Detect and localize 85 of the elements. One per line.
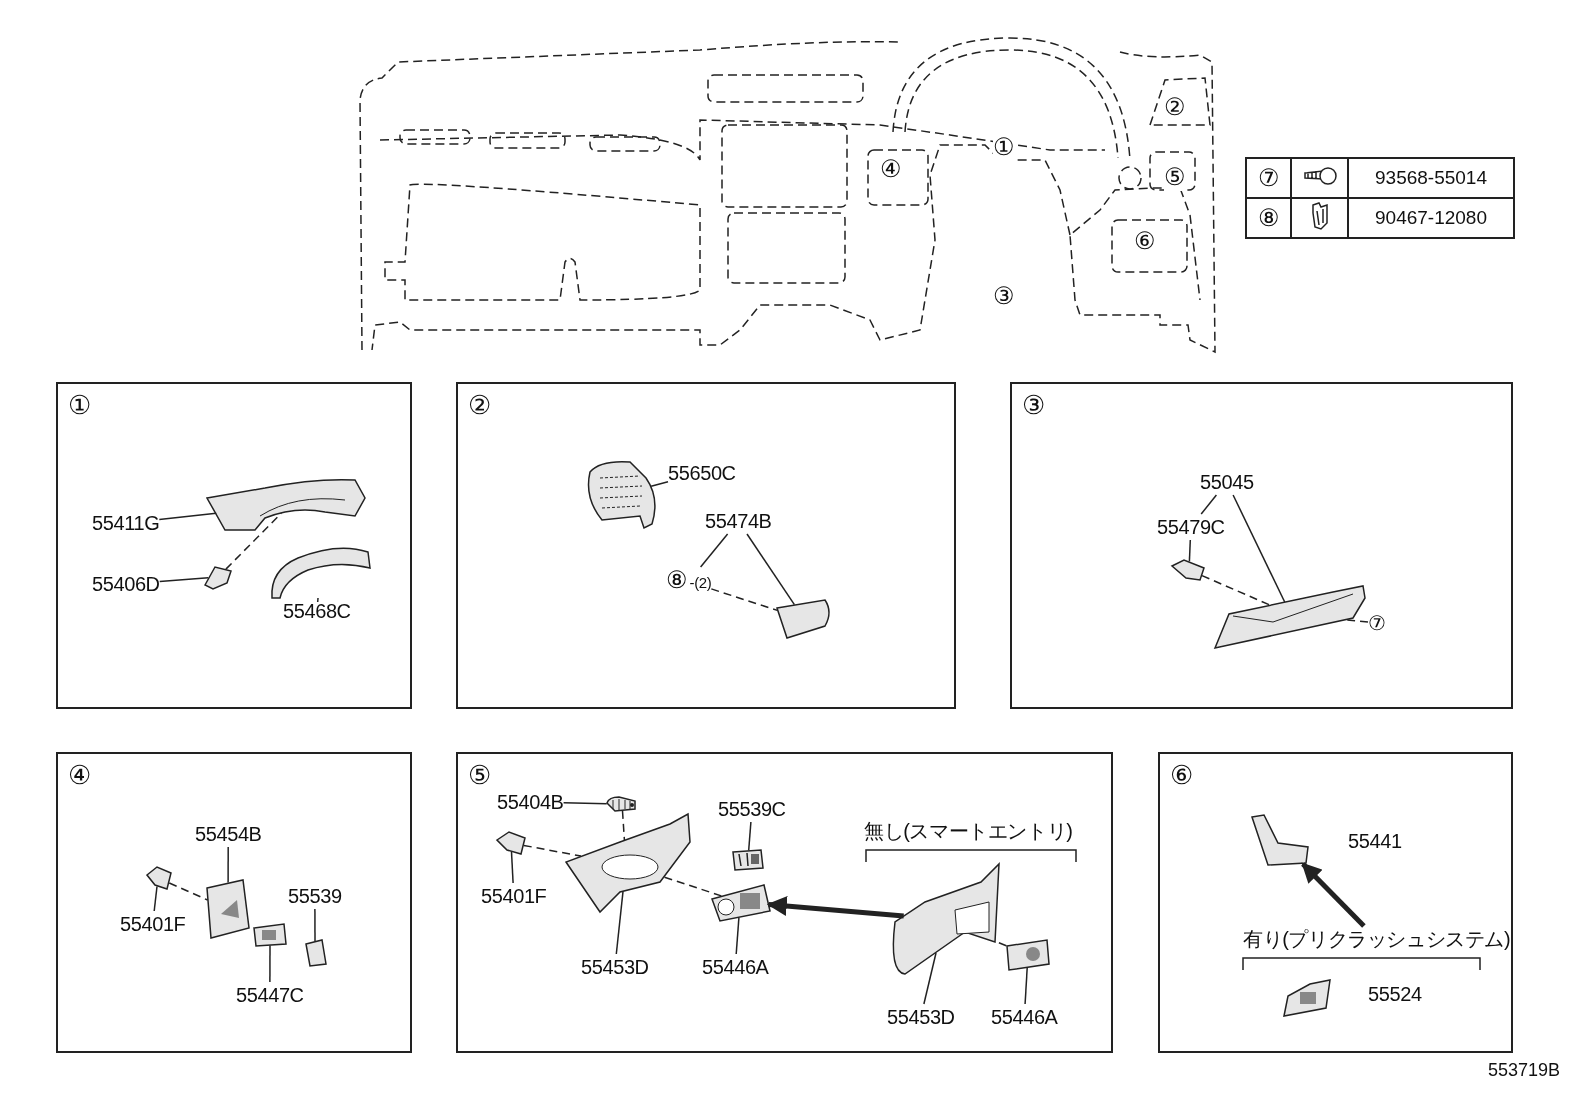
leader-line: [158, 576, 210, 583]
part-number: 有り(プリクラッシュシステム): [1243, 926, 1511, 952]
part-number: ⑦: [1368, 610, 1386, 636]
part-number: 55453D: [887, 1004, 955, 1030]
drawing-code: 553719B: [1488, 1060, 1561, 1081]
part-number: 55411G: [92, 510, 160, 536]
leader-line: [1200, 494, 1218, 515]
panel-number: ②: [468, 390, 491, 420]
leader-line: [153, 885, 158, 912]
dashed-leader-line: [663, 876, 723, 897]
part-drawing: [708, 881, 772, 923]
leader-line: [314, 908, 316, 942]
leader-line: [650, 481, 669, 487]
leader-line: [1024, 967, 1028, 1005]
callout-number: ⑧: [1246, 198, 1291, 238]
panel-number: ③: [1022, 390, 1045, 420]
leader-line: [158, 512, 217, 521]
part-number: 55539: [288, 883, 342, 909]
part-number: 55454B: [195, 821, 262, 847]
part-drawing: [203, 563, 233, 591]
part-number: 55539C: [718, 796, 786, 822]
dashed-leader-line: [621, 810, 626, 841]
part-number: 55524: [1368, 981, 1422, 1007]
arrow: [1301, 862, 1366, 928]
part-number: 55404B: [497, 789, 564, 815]
part-number: 55468C: [283, 598, 351, 624]
part-number: 55447C: [236, 982, 304, 1008]
callout-number: ⑦: [1246, 158, 1291, 198]
part-number: 55474B: [705, 508, 772, 534]
part-drawing: [203, 878, 253, 940]
leader-line: [923, 952, 937, 1005]
leader-line: [562, 801, 608, 805]
part-drawing: [775, 598, 833, 640]
leader-line: [747, 821, 752, 851]
part-number: 無し(スマートエントリ): [864, 818, 1073, 844]
part-number: 55479C: [1157, 514, 1225, 540]
panel-frame: [456, 752, 1113, 1053]
part-number: 55446A: [702, 954, 769, 980]
leader-line: [269, 944, 271, 983]
leader-line: [316, 597, 319, 603]
leader-line: [227, 846, 229, 884]
panel-number: ⑥: [1170, 760, 1193, 790]
part-number: 55406D: [92, 571, 160, 597]
panel-frame: [1158, 752, 1513, 1053]
panel-number: ①: [68, 390, 91, 420]
leader-line: [746, 533, 796, 606]
part-number: 55446A: [991, 1004, 1058, 1030]
quantity-label: -(2): [689, 574, 712, 591]
dashed-leader-line: [523, 844, 582, 857]
dashed-leader-line: [1201, 574, 1271, 606]
panel-frame: [56, 382, 412, 709]
part-number: 55453D: [581, 954, 649, 980]
part-number: 55401F: [120, 911, 186, 937]
dashed-leader-line: [710, 588, 779, 612]
part-drawing: [495, 830, 527, 856]
arrow: [766, 896, 904, 919]
leader-line: [1232, 494, 1286, 603]
part-drawing: [605, 795, 639, 813]
panel-frame: [456, 382, 956, 709]
part-drawing: [1248, 813, 1312, 868]
dashed-leader-line: [225, 512, 283, 570]
dashed-leader-line: [168, 882, 209, 901]
part-drawing: [1170, 558, 1208, 582]
leader-line: [1188, 539, 1192, 563]
part-drawing: [143, 865, 173, 891]
leader-line: [510, 851, 514, 884]
part-drawing: [252, 922, 288, 948]
part-number: 93568-55014: [1348, 158, 1514, 198]
part-number: 55441: [1348, 828, 1402, 854]
dashed-leader-line: [1346, 619, 1369, 623]
leader-line: [615, 890, 624, 955]
part-drawing: [731, 848, 765, 872]
part-number: 90467-12080: [1348, 198, 1514, 238]
part-number: 55650C: [668, 460, 736, 486]
part-number: 55045: [1200, 469, 1254, 495]
part-drawing: [1003, 938, 1053, 972]
leader-line: [735, 917, 740, 955]
panel-frame: [56, 752, 412, 1053]
part-number: 55401F: [481, 883, 547, 909]
panel-frame: [1010, 382, 1513, 709]
panel-number: ④: [68, 760, 91, 790]
callout-number: ⑧: [666, 566, 688, 593]
leader-line: [699, 533, 729, 568]
panel-number: ⑤: [468, 760, 491, 790]
part-drawing: [302, 938, 328, 968]
